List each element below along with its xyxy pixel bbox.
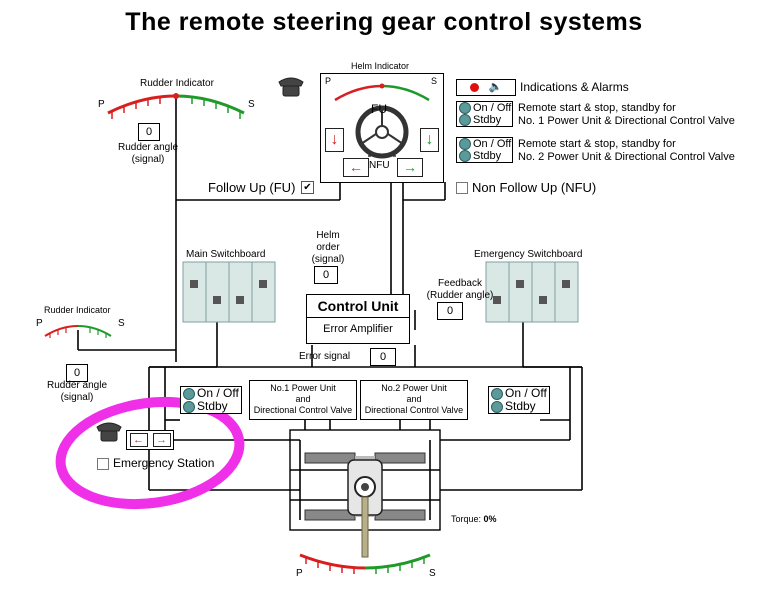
pu1-control-button[interactable]: On / Off Stdby — [456, 101, 513, 127]
on-off-led-icon — [459, 138, 471, 150]
emergency-starboard-arrow-icon[interactable]: → — [152, 433, 171, 447]
bottom-port-label: P — [296, 568, 303, 579]
fu-label: FU — [371, 102, 387, 116]
emergency-controls: ← → — [126, 430, 174, 450]
helm-port-label: P — [325, 76, 332, 86]
pu2-control-button[interactable]: On / Off Stdby — [456, 137, 513, 163]
starboard-down-arrow-icon[interactable]: ↓ — [420, 128, 439, 152]
helm-indicator-label: Helm Indicator — [351, 61, 410, 71]
on-off-label: On / Off — [473, 102, 512, 114]
emergency-station-checkbox[interactable] — [97, 458, 109, 470]
torque-readout: Torque: 0% — [451, 514, 497, 524]
bottom-starboard-label: S — [429, 568, 436, 579]
alarm-led-icon — [469, 83, 479, 92]
error-amplifier-label: Error Amplifier — [323, 323, 393, 335]
rudder-angle-left-value: 0 — [66, 364, 88, 382]
torque-value: 0% — [483, 514, 497, 524]
feedback-value: 0 — [437, 302, 463, 320]
feedback-label: Feedback (Rudder angle) — [426, 278, 494, 301]
error-signal-value: 0 — [370, 348, 396, 366]
stdby-label: Stdby — [505, 399, 536, 413]
on-off-label: On / Off — [505, 386, 547, 400]
port-down-arrow-icon[interactable]: ↓ — [325, 128, 344, 152]
stdby-led-icon — [459, 114, 471, 126]
stdby-led-icon — [183, 400, 195, 413]
stdby-label: Stdby — [473, 114, 502, 126]
helm-order-value: 0 — [314, 266, 338, 284]
pu2-line2: No. 2 Power Unit & Directional Control V… — [518, 151, 735, 163]
emergency-switchboard-label: Emergency Switchboard — [474, 249, 583, 260]
emergency-port-arrow-icon[interactable]: ← — [129, 433, 148, 447]
on-off-led-icon — [183, 387, 195, 400]
nfu-label: NFU — [369, 160, 390, 171]
legend-pu1: On / Off Stdby — [456, 101, 513, 127]
rudder-indicator-left-label: Rudder Indicator — [44, 305, 111, 315]
emergency-station-label: Emergency Station — [113, 456, 215, 470]
pu2-line1: Remote start & stop, standby for — [518, 138, 676, 150]
pu1-line1: Remote start & stop, standby for — [518, 102, 676, 114]
control-unit: Control Unit Error Amplifier — [306, 294, 410, 344]
helm-starboard-label: S — [431, 76, 438, 86]
stdby-led-icon — [459, 150, 471, 162]
follow-up-checkbox[interactable]: ✔ — [301, 181, 314, 194]
rudder-angle-value: 0 — [138, 123, 160, 141]
power-unit-2: No.2 Power Unit and Directional Control … — [360, 380, 468, 420]
on-off-led-icon — [491, 387, 503, 400]
control-unit-title: Control Unit — [307, 295, 409, 318]
on-off-label: On / Off — [197, 386, 239, 400]
helm-graphic — [334, 83, 430, 159]
speaker-icon: 🔈 — [488, 81, 503, 93]
error-signal-label: Error signal — [299, 351, 351, 362]
on-off-label: On / Off — [473, 138, 512, 150]
legend-pu2: On / Off Stdby — [456, 137, 513, 163]
stdby-label: Stdby — [473, 150, 502, 162]
pu2-onoff-panel[interactable]: On / Off Stdby — [488, 386, 550, 414]
page-title: The remote steering gear control systems — [125, 8, 643, 36]
nfu-starboard-arrow-icon[interactable]: → — [397, 158, 423, 177]
on-off-led-icon — [459, 102, 471, 114]
port-label-left: P — [36, 318, 43, 329]
legend-indications: 🔈 Indications & Alarms — [456, 79, 629, 96]
torque-label: Torque: — [451, 514, 484, 524]
rudder-angle-caption: Rudder angle (signal) — [117, 142, 179, 165]
port-label: P — [98, 99, 105, 110]
pu1-onoff-panel[interactable]: On / Off Stdby — [180, 386, 242, 414]
pu1-line2: No. 1 Power Unit & Directional Control V… — [518, 115, 735, 127]
non-follow-up-checkbox[interactable] — [456, 182, 468, 194]
main-switchboard-label: Main Switchboard — [186, 249, 266, 260]
nfu-port-arrow-icon[interactable]: ← — [343, 158, 369, 177]
power-unit-1: No.1 Power Unit and Directional Control … — [249, 380, 357, 420]
starboard-label: S — [248, 99, 255, 110]
starboard-label-left: S — [118, 318, 125, 329]
legend-indications-text: Indications & Alarms — [520, 80, 629, 94]
non-follow-up-label: Non Follow Up (NFU) — [472, 180, 597, 195]
helm-order-label: Helm order (signal) — [311, 230, 345, 265]
rudder-indicator-label: Rudder Indicator — [140, 78, 214, 89]
stdby-led-icon — [491, 400, 503, 413]
follow-up-label: Follow Up (FU) — [208, 180, 296, 195]
helm-indicator-panel: Helm Indicator P S FU NFU ↓ ↓ ← → — [320, 61, 444, 183]
stdby-label: Stdby — [197, 399, 228, 413]
rudder-angle-left-caption: Rudder angle (signal) — [46, 380, 108, 403]
